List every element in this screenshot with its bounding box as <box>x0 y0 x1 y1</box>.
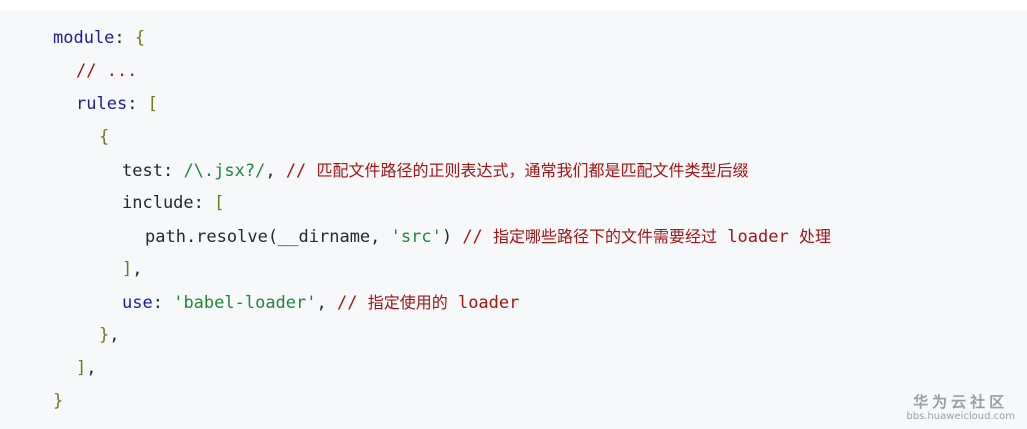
code-token: , <box>109 325 120 345</box>
code-token: rules <box>76 94 128 114</box>
code-comment: // ... <box>76 61 138 81</box>
code-token: path.resolve(__dirname, <box>145 227 391 247</box>
code-token: , <box>316 293 337 313</box>
code-comment: 匹配文件路径的正则表达式，通常我们都是匹配文件类型后缀 <box>316 161 749 180</box>
code-line-4: { <box>53 121 1027 154</box>
code-token: : <box>114 28 135 48</box>
code-token: ] <box>122 259 133 279</box>
code-token: ] <box>76 358 87 378</box>
code-line-7: path.resolve(__dirname, 'src') // 指定哪些路径… <box>53 220 1027 253</box>
code-token: { <box>134 28 146 48</box>
code-token: ) <box>441 227 463 247</box>
code-line-8: ], <box>53 253 1027 286</box>
code-comment: 指定使用的 <box>367 293 448 312</box>
code-token: module <box>53 28 115 48</box>
code-line-10: }, <box>53 319 1027 352</box>
code-token: include <box>122 193 194 213</box>
code-comment: loader <box>447 293 520 313</box>
code-token: test <box>122 161 163 181</box>
code-regex: /\.jsx?/ <box>183 161 266 181</box>
code-token: [ <box>147 94 158 114</box>
watermark: 华为云社区 bbs.huaweicloud.com <box>906 393 1015 423</box>
code-line-9: use: 'babel-loader', // 指定使用的 loader <box>53 286 1027 319</box>
code-token: , <box>86 358 97 378</box>
code-line-1: module: { <box>53 22 1027 55</box>
code-string: 'babel-loader' <box>173 293 317 313</box>
code-token: } <box>53 391 64 411</box>
code-line-5: test: /\.jsx?/, // 匹配文件路径的正则表达式，通常我们都是匹配… <box>53 154 1027 187</box>
code-comment: // <box>336 293 368 313</box>
code-token: { <box>99 127 110 147</box>
code-line-6: include: [ <box>53 187 1027 220</box>
code-comment: 指定哪些路径下的文件需要经过 <box>493 227 718 246</box>
watermark-title: 华为云社区 <box>913 393 1009 411</box>
code-comment: // <box>462 227 494 247</box>
code-comment: loader <box>717 227 799 247</box>
code-token: , <box>265 161 286 181</box>
code-token: use <box>122 293 153 313</box>
code-line-12: } <box>53 385 1027 418</box>
code-line-11: ], <box>53 352 1027 385</box>
code-line-3: rules: [ <box>53 88 1027 121</box>
code-block: module: { // ... rules: [ { test: /\.jsx… <box>0 10 1027 429</box>
code-token: [ <box>214 193 225 213</box>
code-comment: // <box>285 161 317 181</box>
code-token: : <box>127 94 148 114</box>
code-token: } <box>99 325 110 345</box>
code-string: 'src' <box>390 227 442 247</box>
watermark-url: bbs.huaweicloud.com <box>906 411 1015 422</box>
code-token: : <box>193 193 215 213</box>
code-comment: 处理 <box>798 227 831 246</box>
code-line-2: // ... <box>53 55 1027 88</box>
code-token: : <box>162 161 184 181</box>
code-token: : <box>152 293 174 313</box>
code-token: , <box>132 259 143 279</box>
